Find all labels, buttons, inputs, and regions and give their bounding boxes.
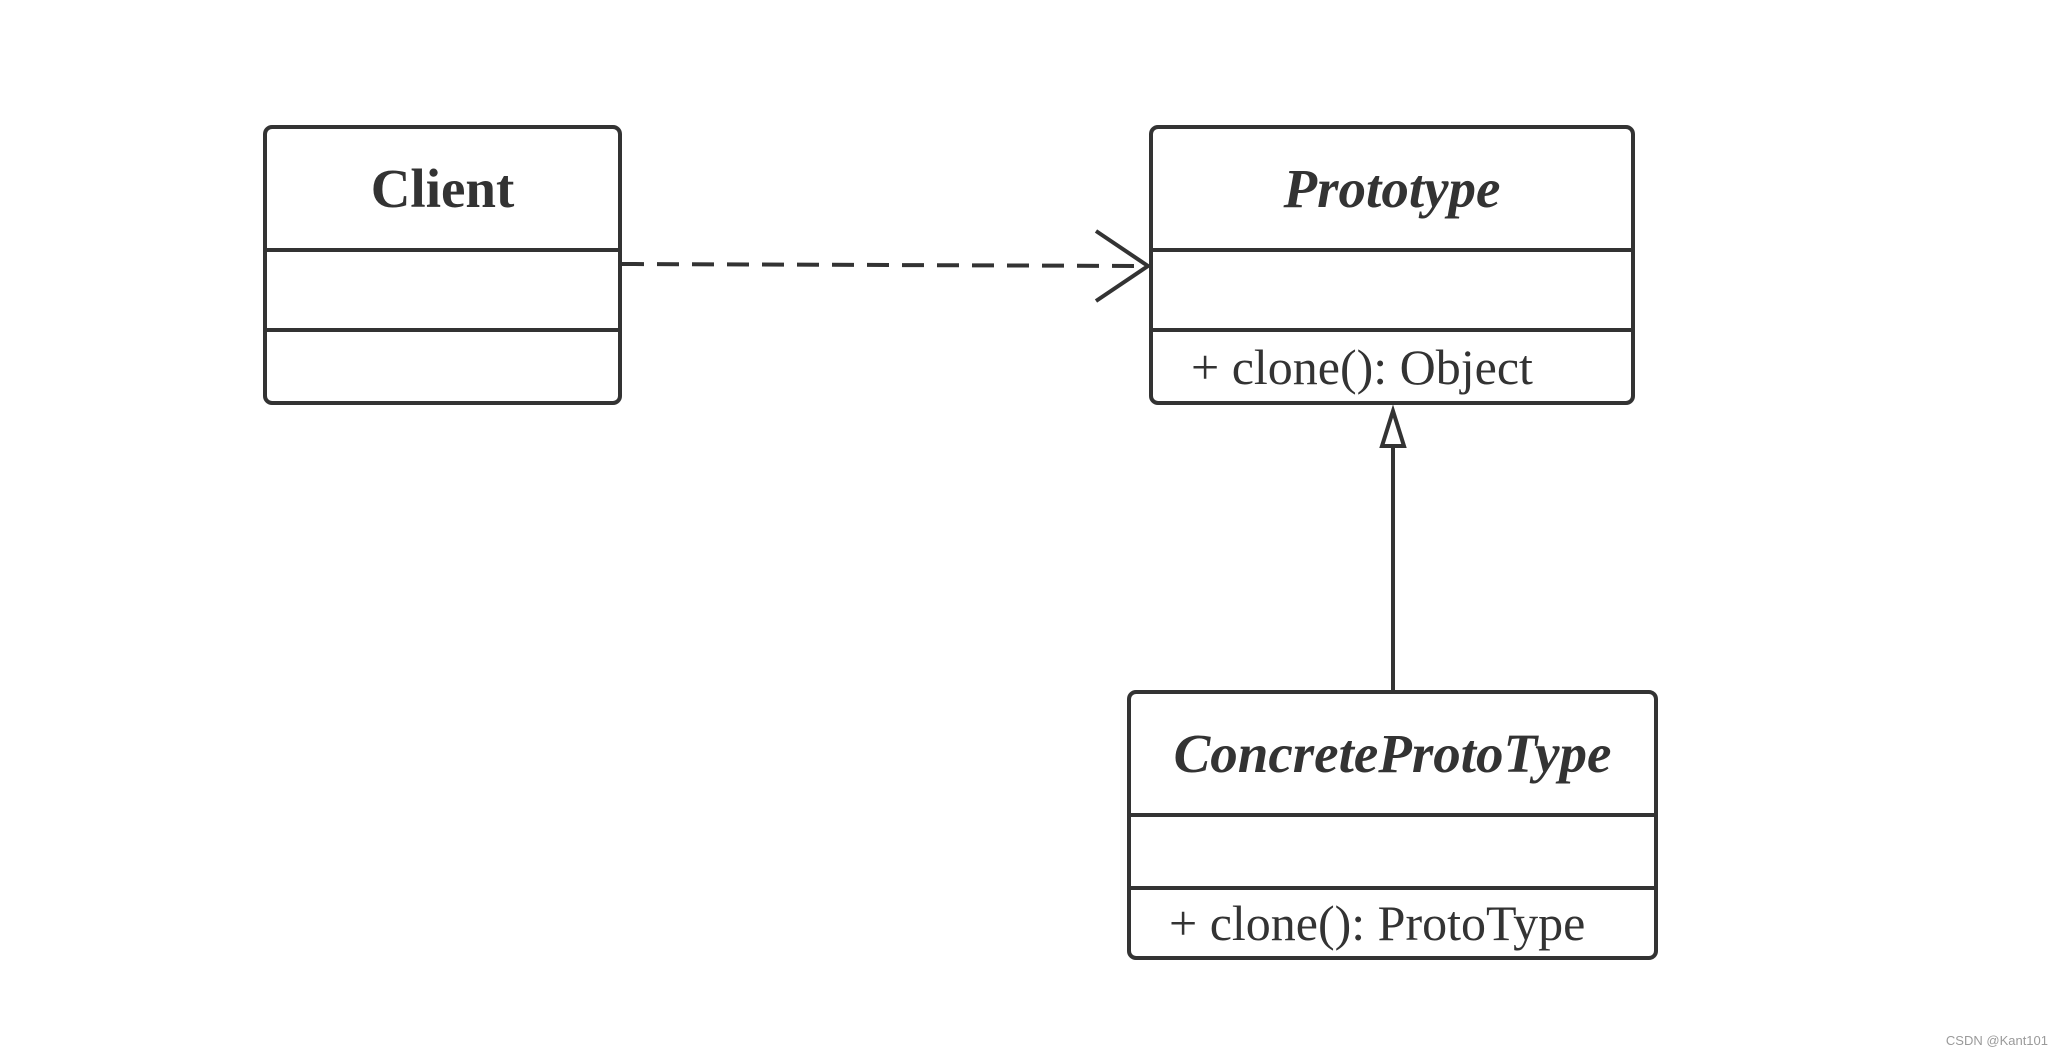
method-clone: + clone(): Object — [1153, 328, 1631, 401]
class-name: ConcreteProtoType — [1173, 723, 1612, 784]
class-name: Client — [370, 158, 515, 219]
open-arrowhead — [1094, 229, 1152, 303]
dependency-connector — [621, 229, 1152, 303]
dependency-line — [621, 262, 1147, 268]
class-prototype[interactable]: Prototype + clone(): Object — [1149, 125, 1635, 405]
attributes-compartment — [267, 248, 618, 328]
class-client[interactable]: Client — [263, 125, 622, 405]
class-name: Prototype — [1283, 158, 1501, 219]
attributes-compartment — [1153, 248, 1631, 328]
method-clone: + clone(): ProtoType — [1131, 886, 1654, 956]
hollow-triangle-arrowhead — [1379, 404, 1407, 448]
watermark: CSDN @Kant101 — [1945, 1033, 2048, 1048]
attributes-compartment — [1131, 813, 1654, 886]
generalization-connector — [1379, 404, 1407, 691]
class-concrete-prototype[interactable]: ConcreteProtoType + clone(): ProtoType — [1127, 690, 1658, 960]
methods-compartment — [267, 328, 618, 401]
